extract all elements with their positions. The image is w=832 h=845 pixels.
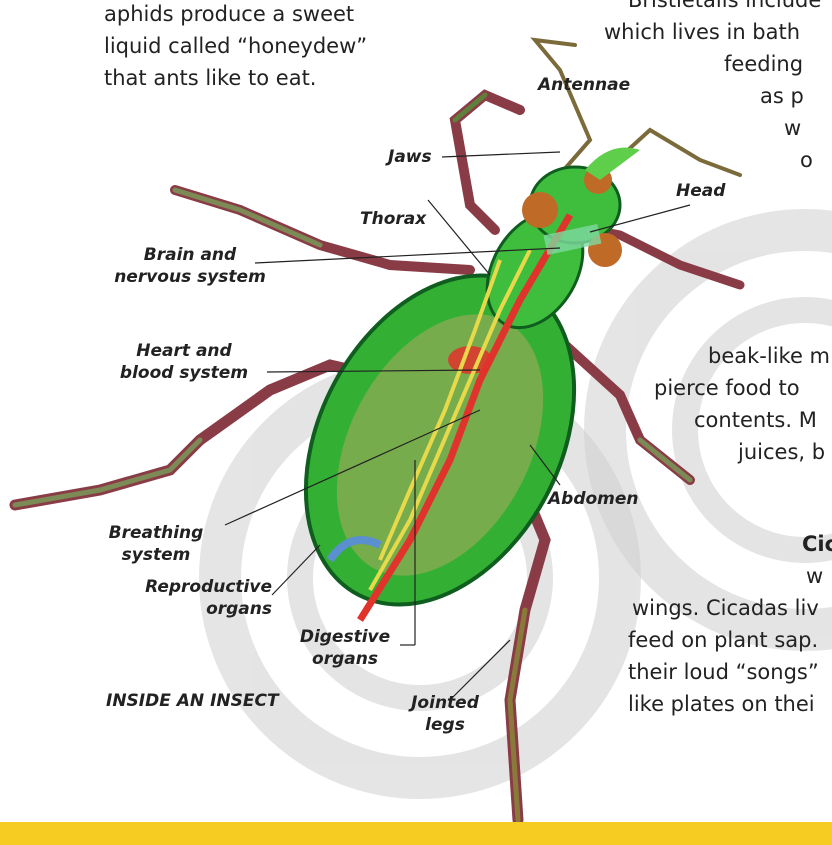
label-breathing: Breathing system: [96, 522, 216, 566]
right-text-line-2: which lives in bath: [604, 16, 800, 48]
right-bottom-line-2: feed on plant sap.: [628, 624, 818, 656]
left-text-line-3: that ants like to eat.: [104, 62, 316, 94]
label-legs-line-1: Jointed: [390, 692, 500, 714]
label-abdomen: Abdomen: [548, 488, 639, 510]
right-heading: Cic: [802, 528, 832, 560]
label-breathing-line-1: Breathing: [96, 522, 216, 544]
right-bottom-line-1: wings. Cicadas liv: [632, 592, 819, 624]
label-reproductive-line-1: Reproductive: [120, 576, 272, 598]
label-heart-line-1: Heart and: [104, 340, 264, 362]
left-text-line-2: liquid called “honeydew”: [104, 30, 367, 62]
right-heading-sub: w: [806, 560, 823, 592]
label-reproductive-line-2: organs: [120, 598, 272, 620]
label-digestive-line-1: Digestive: [290, 626, 400, 648]
right-mid-line-1: beak-like m: [708, 340, 830, 372]
right-text-line-4: as p: [760, 80, 804, 112]
label-jointed-legs: Jointed legs: [390, 692, 500, 736]
right-mid-line-2: pierce food to: [654, 372, 800, 404]
label-heart-line-2: blood system: [104, 362, 264, 384]
label-brain: Brain and nervous system: [100, 244, 280, 288]
label-digestive: Digestive organs: [290, 626, 400, 670]
left-text-line-1: aphids produce a sweet: [104, 0, 354, 30]
right-text-line-5: w: [784, 112, 801, 144]
label-reproductive: Reproductive organs: [120, 576, 272, 620]
diagram-caption: INSIDE AN INSECT: [106, 690, 279, 712]
label-breathing-line-2: system: [96, 544, 216, 566]
right-text-line-3: feeding: [724, 48, 803, 80]
label-brain-line-2: nervous system: [100, 266, 280, 288]
label-digestive-line-2: organs: [290, 648, 400, 670]
right-bottom-line-3: their loud “songs”: [628, 656, 819, 688]
footer-accent-bar: [0, 822, 832, 845]
right-text-line-6: o: [800, 144, 813, 176]
label-legs-line-2: legs: [390, 714, 500, 736]
right-text-line-1: Bristletails include: [628, 0, 821, 16]
label-brain-line-1: Brain and: [100, 244, 280, 266]
right-mid-line-3: contents. M: [694, 404, 817, 436]
right-bottom-line-4: like plates on thei: [628, 688, 815, 720]
label-thorax: Thorax: [360, 208, 426, 230]
label-antennae: Antennae: [538, 74, 630, 96]
label-jaws: Jaws: [388, 146, 432, 168]
label-head: Head: [676, 180, 725, 202]
label-heart: Heart and blood system: [104, 340, 264, 384]
right-mid-line-4: juices, b: [738, 436, 825, 468]
